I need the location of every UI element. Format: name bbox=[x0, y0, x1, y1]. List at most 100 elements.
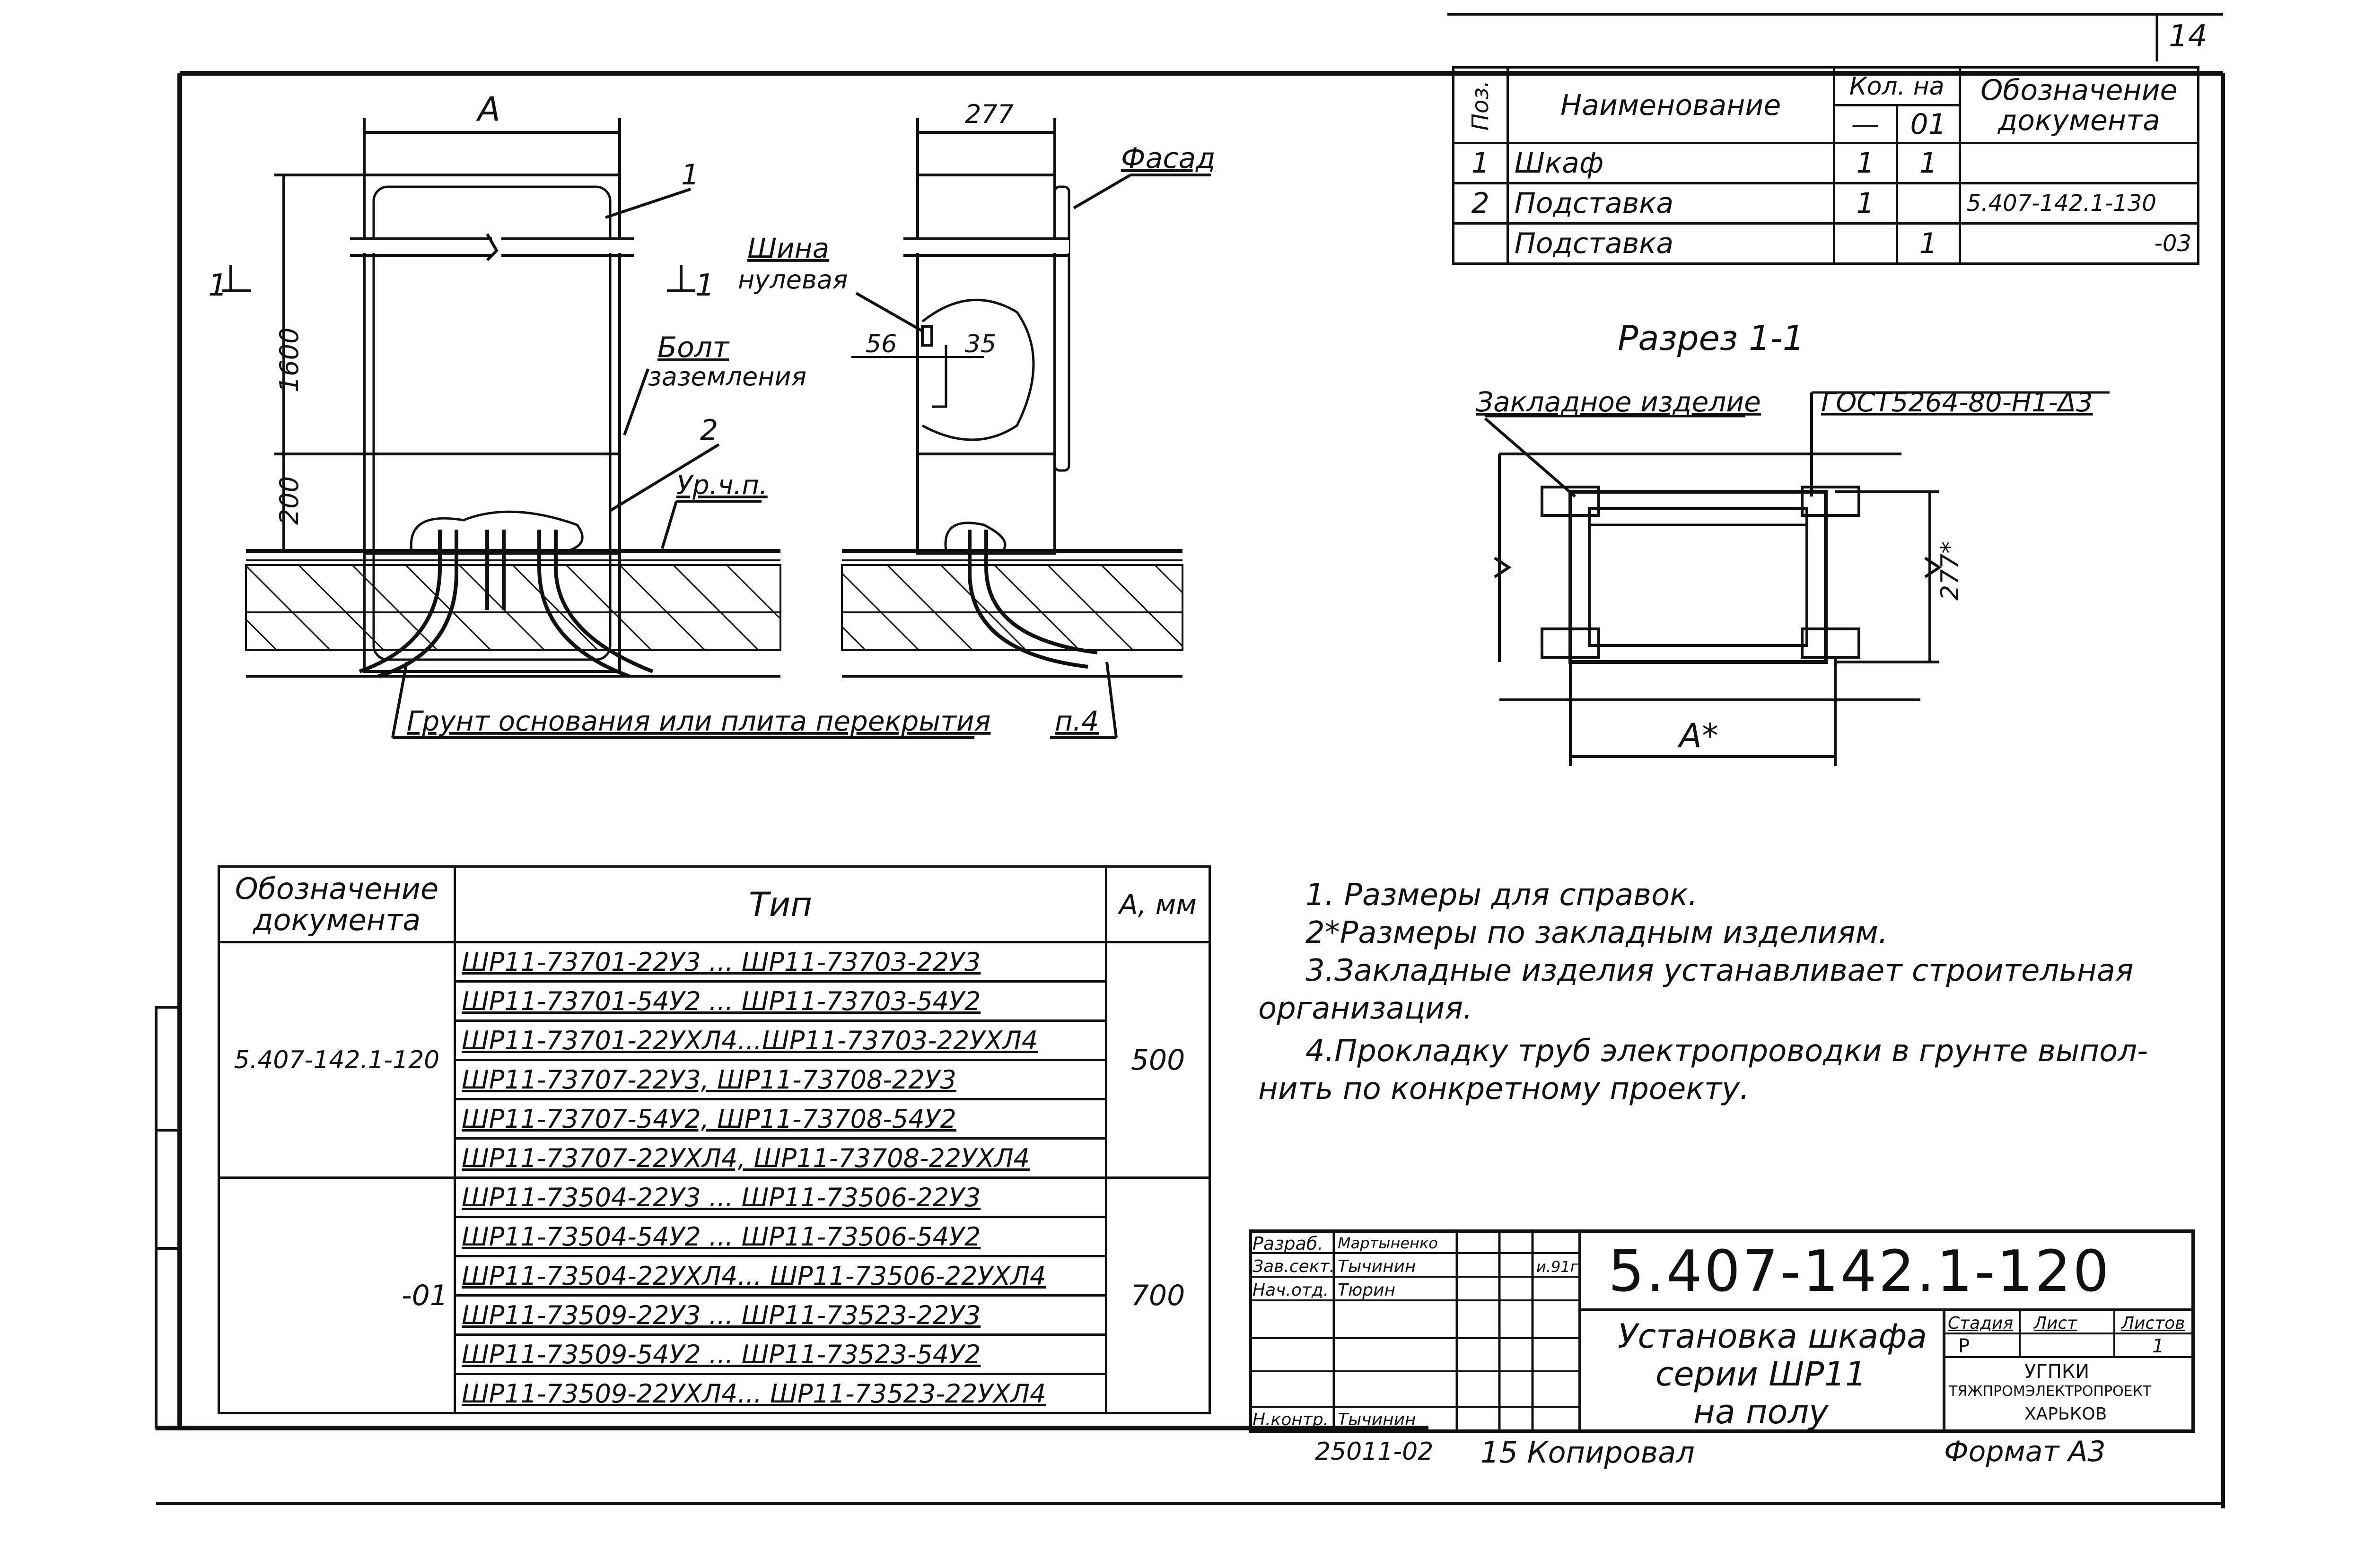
section-dim-a: A* bbox=[1677, 716, 1718, 755]
stage-value: Р bbox=[1958, 1335, 1970, 1357]
role-razrab: Разраб. bbox=[1253, 1233, 1323, 1254]
title-line-3: на полу bbox=[1693, 1393, 1829, 1431]
section-mark-right: 1 bbox=[695, 268, 715, 303]
title-line-1: Установка шкафа bbox=[1618, 1317, 1927, 1356]
date-mark: и.91г. bbox=[1536, 1258, 1583, 1276]
document-code: 5.407-142.1-120 bbox=[1608, 1239, 2111, 1305]
stage-label: Стадия bbox=[1948, 1314, 2014, 1333]
sheet-label: Лист bbox=[2034, 1314, 2077, 1333]
note-3b: организация. bbox=[1258, 991, 1473, 1026]
side-dim-35: 35 bbox=[965, 330, 996, 358]
type-header-a: А, мм bbox=[1105, 865, 1211, 943]
bolt-label: Болт bbox=[657, 331, 730, 364]
org-line-3: ХАРЬКОВ bbox=[2024, 1404, 2107, 1424]
type-row: ШР11-73504-22У3 ... ШР11-73506-22У3 bbox=[454, 1176, 1107, 1218]
spec-q2: 1 bbox=[1895, 222, 1961, 265]
type-row: ШР11-73509-54У2 ... ШР11-73523-54У2 bbox=[454, 1333, 1107, 1375]
type-row: ШР11-73701-22УХЛ4...ШР11-73703-22УХЛ4 bbox=[454, 1019, 1107, 1061]
sheet-value: 1 bbox=[2152, 1335, 2164, 1357]
front-dim-1600: 1600 bbox=[274, 328, 304, 392]
spec-header-qty: Кол. на bbox=[1832, 66, 1961, 106]
ground-label: Грунт основания или плита перекрытия bbox=[407, 705, 991, 737]
spec-doc: 5.407-142.1-130 bbox=[1958, 182, 2200, 225]
role-nkontr: Н.контр. bbox=[1253, 1410, 1329, 1429]
note-ref: п.4 bbox=[1055, 705, 1099, 737]
callout-2: 2 bbox=[700, 414, 718, 447]
name-nkontr: Тычинин bbox=[1338, 1410, 1416, 1429]
bolt-label-2: заземления bbox=[648, 362, 806, 392]
spec-q1 bbox=[1832, 222, 1898, 265]
type-row: ШР11-73509-22УХЛ4... ШР11-73523-22УХЛ4 bbox=[454, 1373, 1107, 1414]
title-block-grid bbox=[1249, 1229, 2195, 1433]
facade-label: Фасад bbox=[1121, 142, 1216, 175]
role-nachotd: Нач.отд. bbox=[1253, 1281, 1329, 1300]
side-view bbox=[841, 118, 1211, 678]
type-row: ШР11-73707-22У3, ШР11-73708-22У3 bbox=[454, 1059, 1107, 1100]
org-line-1: УГПКИ bbox=[2024, 1361, 2090, 1383]
section-dim-277: 277* bbox=[1936, 541, 1964, 601]
spec-pos: 2 bbox=[1452, 182, 1509, 225]
bus-label: Шина bbox=[747, 232, 829, 264]
front-view bbox=[222, 118, 1118, 739]
front-dim-a: A bbox=[476, 90, 500, 129]
side-dim-56: 56 bbox=[866, 330, 897, 358]
type-group-a: 700 bbox=[1105, 1176, 1211, 1414]
spec-pos bbox=[1452, 222, 1509, 265]
front-dim-200: 200 bbox=[274, 476, 304, 525]
type-group-doc: 5.407-142.1-120 bbox=[218, 941, 456, 1179]
type-row: ШР11-73509-22У3 ... ШР11-73523-22У3 bbox=[454, 1294, 1107, 1336]
callout-1: 1 bbox=[681, 158, 699, 192]
spec-pos: 1 bbox=[1452, 142, 1509, 184]
spec-header-doc: Обозначение документа bbox=[1958, 66, 2200, 144]
embedded-label: Закладное изделие bbox=[1476, 386, 1761, 418]
section-mark-left: 1 bbox=[208, 268, 228, 303]
org-line-2: ТЯЖПРОМЭЛЕКТРОПРОЕКТ bbox=[1949, 1383, 2152, 1400]
sheets-label: Листов bbox=[2121, 1314, 2185, 1333]
note-1: 1. Размеры для справок. bbox=[1305, 878, 1698, 913]
spec-q2: 1 bbox=[1895, 142, 1961, 184]
level-label: Ур.ч.п. bbox=[676, 470, 768, 501]
sheet-number: 14 bbox=[2169, 19, 2207, 54]
type-row: ШР11-73701-54У2 ... ШР11-73703-54У2 bbox=[454, 980, 1107, 1022]
type-header-type: Тип bbox=[454, 865, 1107, 943]
spec-header-qty-sub2: 01 bbox=[1895, 104, 1961, 144]
note-4b: нить по конкретному проекту. bbox=[1258, 1071, 1750, 1106]
note-4a: 4.Прокладку труб электропроводки в грунт… bbox=[1305, 1034, 2148, 1069]
gost-label: ГОСТ5264-80-Н1-Δ3 bbox=[1821, 387, 2093, 418]
spec-name: Подставка bbox=[1506, 222, 1835, 265]
spec-doc: -03 bbox=[1958, 222, 2200, 265]
title-line-2: серии ШР11 bbox=[1656, 1355, 1866, 1394]
note-2: 2*Размеры по закладным изделиям. bbox=[1305, 915, 1888, 950]
title-block: Разраб. Мартыненко Зав.сект. Тычинин и.9… bbox=[1249, 1229, 2195, 1433]
type-row: ШР11-73707-22УХЛ4, ШР11-73708-22УХЛ4 bbox=[454, 1137, 1107, 1179]
spec-doc bbox=[1958, 142, 2200, 184]
section-title: Разрез 1-1 bbox=[1618, 318, 1804, 358]
footer-inv: 25011-02 bbox=[1315, 1437, 1434, 1466]
footer-copied: 15 Копировал bbox=[1480, 1435, 1695, 1470]
type-row: ШР11-73504-22УХЛ4... ШР11-73506-22УХЛ4 bbox=[454, 1255, 1107, 1297]
spec-name: Подставка bbox=[1506, 182, 1835, 225]
type-row: ШР11-73701-22У3 ... ШР11-73703-22У3 bbox=[454, 941, 1107, 983]
section-view bbox=[1484, 391, 2110, 766]
spec-q1: 1 bbox=[1832, 142, 1898, 184]
footer-format: Формат А3 bbox=[1944, 1435, 2106, 1468]
role-zavsekt: Зав.сект. bbox=[1253, 1257, 1335, 1276]
type-header-doc: Обозначение документа bbox=[218, 865, 456, 943]
spec-header-pos: Поз. bbox=[1467, 80, 1494, 131]
name-nachotd: Тюрин bbox=[1338, 1281, 1396, 1300]
type-group-doc: -01 bbox=[218, 1176, 456, 1414]
type-group-a: 500 bbox=[1105, 941, 1211, 1179]
note-3a: 3.Закладные изделия устанавливает строит… bbox=[1305, 953, 2134, 988]
type-table: Обозначение документа Тип А, мм 5.407-14… bbox=[218, 865, 1211, 1414]
bus-label-2: нулевая bbox=[738, 265, 848, 295]
type-row: ШР11-73707-54У2, ШР11-73708-54У2 bbox=[454, 1098, 1107, 1140]
name-razrab: Мартыненко bbox=[1338, 1234, 1438, 1252]
type-row: ШР11-73504-54У2 ... ШР11-73506-54У2 bbox=[454, 1216, 1107, 1257]
spec-table: Поз. Наименование Кол. на Обозначение до… bbox=[1452, 66, 2200, 265]
spec-header-qty-sub1: — bbox=[1832, 104, 1898, 144]
spec-header-name: Наименование bbox=[1506, 66, 1835, 144]
name-zavsekt: Тычинин bbox=[1338, 1257, 1416, 1276]
spec-name: Шкаф bbox=[1506, 142, 1835, 184]
spec-q1: 1 bbox=[1832, 182, 1898, 225]
